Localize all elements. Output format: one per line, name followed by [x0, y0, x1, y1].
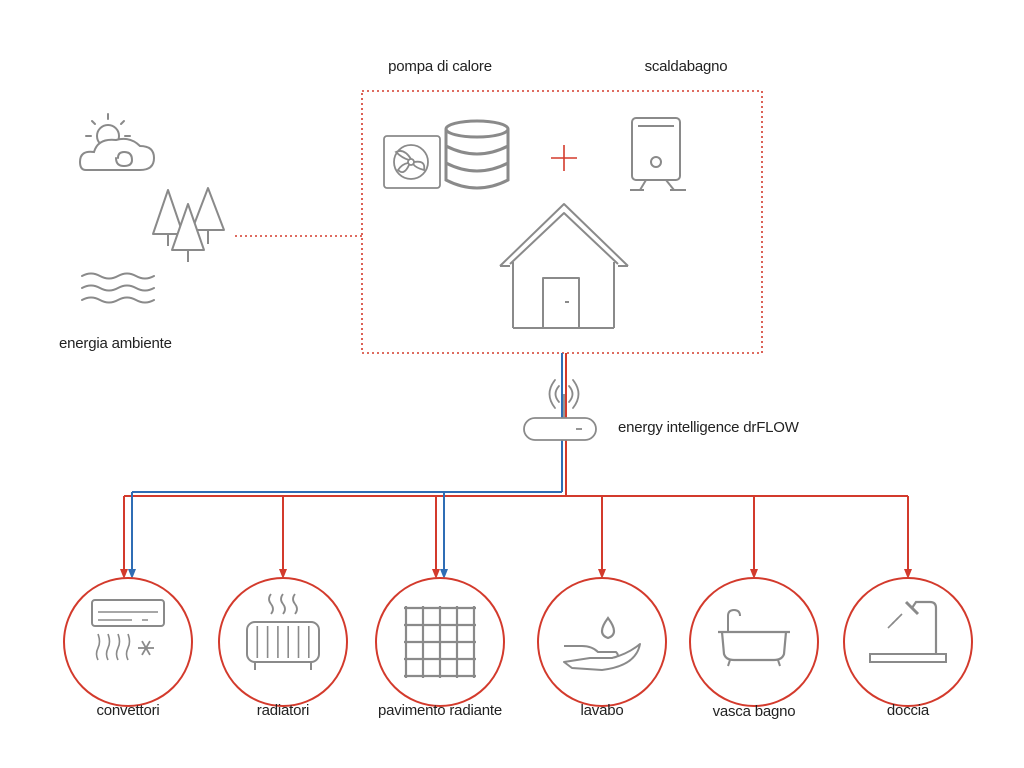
output-circle: [537, 577, 667, 707]
controller-label: energy intelligence drFLOW: [618, 419, 799, 436]
heat-pump-fan-icon: [383, 135, 441, 189]
outputs-group: [63, 577, 973, 707]
output-label: convettori: [96, 702, 160, 719]
washbasin-icon: [563, 616, 641, 671]
convector-icon: [91, 599, 165, 661]
heat-pump-label: pompa di calore: [388, 58, 492, 75]
output-bathtub: [689, 577, 819, 707]
trees-icon: [152, 187, 225, 262]
water-waves-icon: [81, 272, 155, 304]
output-washbasin: [537, 577, 667, 707]
output-circle: [218, 577, 348, 707]
output-floor-heating: [375, 577, 505, 707]
output-label: vasca bagno: [712, 703, 796, 720]
output-label: lavabo: [580, 702, 624, 719]
output-shower: [843, 577, 973, 707]
water-heater-label: scaldabagno: [644, 58, 728, 75]
output-circle: [843, 577, 973, 707]
output-circle: [689, 577, 819, 707]
output-label: radiatori: [256, 702, 310, 719]
drflow-controller-icon: [523, 379, 597, 441]
radiator-icon: [246, 593, 320, 670]
bathtub-icon: [718, 608, 790, 667]
heat-pump-system-box: [361, 90, 763, 354]
output-circle: [63, 577, 193, 707]
output-convector: [63, 577, 193, 707]
output-radiator: [218, 577, 348, 707]
output-label: doccia: [886, 702, 930, 719]
water-heater-icon: [630, 117, 686, 191]
house-icon: [499, 203, 629, 329]
distribution-manifold: [120, 491, 912, 579]
output-label: pavimento radiante: [378, 702, 502, 719]
storage-tank-icon: [444, 119, 510, 190]
floor-heating-icon: [404, 606, 476, 678]
ambient-energy-label: energia ambiente: [59, 335, 172, 352]
plus-icon: [551, 145, 577, 171]
shower-icon: [869, 600, 947, 663]
sun-cloud-icon: [78, 113, 156, 171]
